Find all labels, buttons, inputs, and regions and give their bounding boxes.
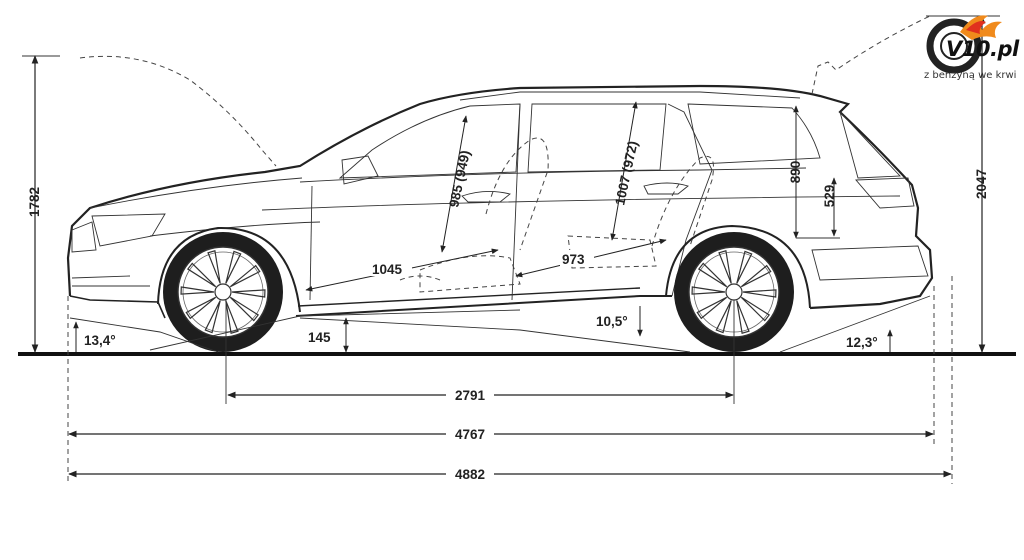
wheel-spoke bbox=[736, 300, 750, 334]
wheel-spoke bbox=[229, 296, 260, 322]
length-label: 4767 bbox=[455, 427, 485, 442]
wheel-spoke bbox=[715, 300, 732, 334]
height-label: 1782 bbox=[27, 187, 42, 217]
loading-sill-label: 529 bbox=[822, 185, 837, 208]
front-headroom-label: 985 (949) bbox=[446, 149, 473, 209]
wheelbase-label: 2791 bbox=[455, 388, 486, 403]
height-open-tailgate-label: 2047 bbox=[974, 169, 989, 199]
rear-wheel bbox=[674, 232, 794, 352]
wheel-spoke bbox=[231, 289, 266, 298]
rear-legroom-label: 973 bbox=[562, 252, 585, 267]
wheel-spoke bbox=[740, 296, 771, 322]
open-hood-outline bbox=[79, 55, 277, 167]
ramp-angle-label: 10,5° bbox=[596, 314, 628, 329]
wheel-spoke bbox=[186, 262, 217, 288]
length-with-hitch-label: 4882 bbox=[455, 467, 485, 482]
wheel-spoke bbox=[740, 264, 772, 288]
wheel-spoke bbox=[742, 289, 777, 298]
wheel-spoke bbox=[225, 250, 242, 284]
car-body bbox=[66, 84, 934, 319]
wheel-spoke bbox=[696, 296, 728, 320]
wheel-spoke bbox=[736, 250, 753, 284]
wheel-spoke bbox=[697, 262, 728, 288]
front-legroom-label: 1045 bbox=[372, 262, 403, 277]
wheel-spoke bbox=[691, 286, 726, 295]
wheel-spoke bbox=[229, 264, 261, 288]
logo-text: V10.pl bbox=[946, 37, 1019, 61]
front-angle-label: 13,4° bbox=[84, 333, 116, 348]
front-wheel bbox=[163, 232, 283, 352]
v10-logo-icon bbox=[926, 15, 1002, 74]
ground-clearance-label: 145 bbox=[308, 330, 331, 345]
wheel-spoke bbox=[207, 250, 221, 284]
wheel-spoke bbox=[718, 250, 732, 284]
wheel-spoke bbox=[180, 286, 215, 295]
wheel-spoke bbox=[185, 296, 217, 320]
cargo-height-label: 890 bbox=[788, 161, 803, 184]
logo-slogan: z benzyną we krwi bbox=[924, 70, 1017, 81]
wheel-spoke bbox=[204, 300, 221, 334]
wheel-spoke bbox=[225, 300, 239, 334]
rear-headroom-label: 1007 (972) bbox=[612, 140, 640, 207]
open-tailgate-outline bbox=[811, 15, 931, 95]
rear-angle-label: 12,3° bbox=[846, 335, 878, 350]
